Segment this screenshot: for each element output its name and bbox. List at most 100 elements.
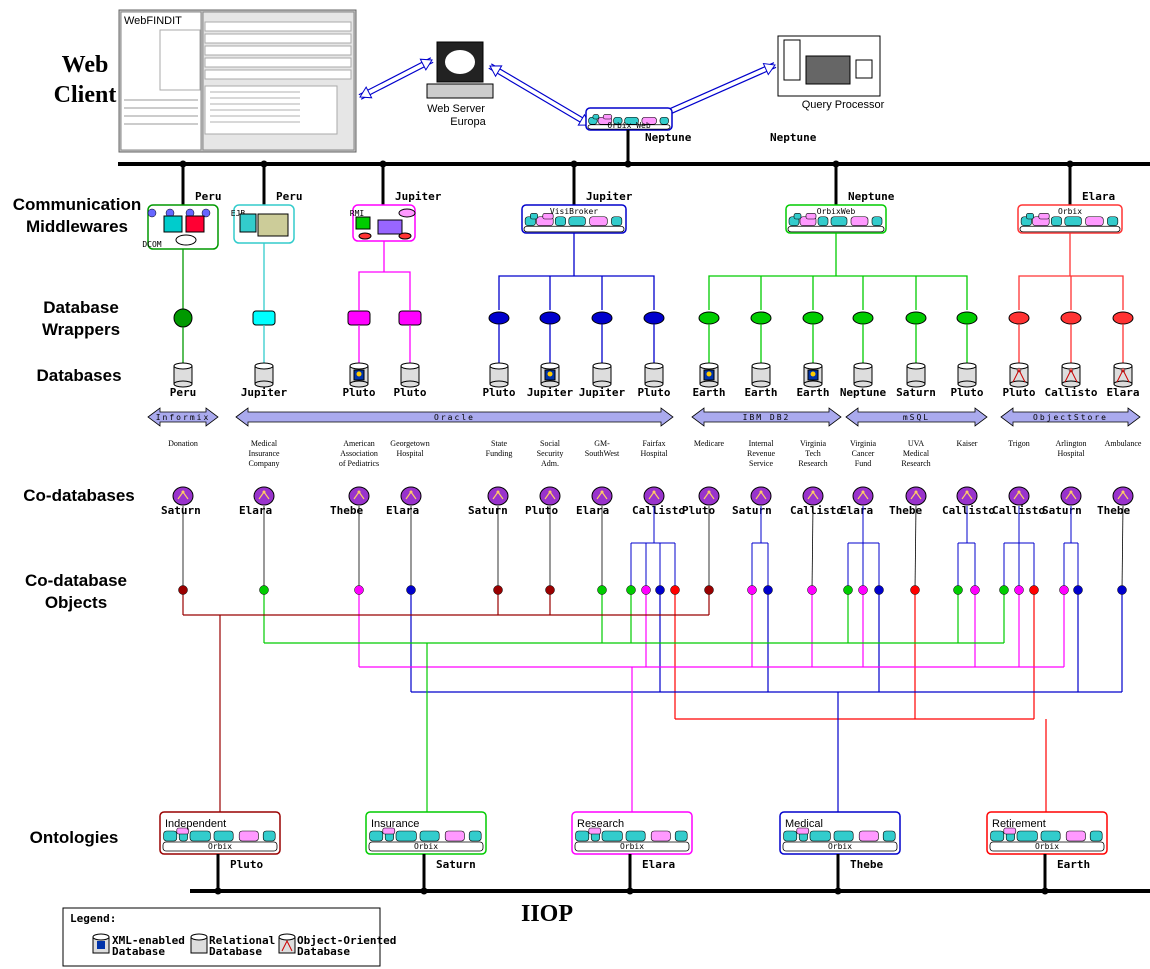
co-database-object <box>970 585 980 595</box>
ontology-insurance-module <box>369 830 384 842</box>
ontology-retirement-bus <box>989 841 1105 852</box>
middleware-host-peru: Peru <box>195 190 222 203</box>
ontology-independent-name: Independent <box>165 818 226 830</box>
middleware-name-ejb: EJB <box>231 209 246 218</box>
db-top <box>957 362 977 370</box>
information-source-label: Social <box>540 439 561 448</box>
db-bottom <box>803 380 823 388</box>
tree-orbixweb <box>708 275 968 310</box>
database-host-pluto: Pluto <box>950 386 983 399</box>
middleware-visibroker <box>521 204 627 234</box>
label-co-databases: Co-databases <box>23 486 134 505</box>
co-database-host-thebe: Thebe <box>330 504 363 517</box>
co-database-object <box>1014 585 1024 595</box>
dbms-label-ibm-db2: IBM DB2 <box>743 413 791 422</box>
co-database-glyph <box>759 490 763 494</box>
database-host-pluto: Pluto <box>342 386 375 399</box>
co-database-object <box>953 585 963 595</box>
db-bottom <box>400 380 420 388</box>
arrow-client-server <box>358 57 434 100</box>
middleware-visibroker-module <box>542 213 554 220</box>
dbms-arrow-msql <box>845 407 988 427</box>
db-top <box>853 362 873 370</box>
information-source-label: Virginia <box>800 439 826 448</box>
dbms-label-msql: mSQL <box>903 413 930 422</box>
ontology-independent-module <box>176 827 190 835</box>
bus-node <box>260 160 268 168</box>
label-web-client: Web <box>62 52 109 78</box>
arrow-server-orbixweb-head <box>489 65 503 78</box>
bus-node <box>179 160 187 168</box>
ontology-retirement <box>986 811 1108 855</box>
db-top <box>349 362 369 370</box>
information-source-label: Ambulance <box>1105 439 1142 448</box>
ontology-insurance-module <box>395 830 417 842</box>
ontology-research-module <box>588 827 602 835</box>
wrapper-1 <box>252 310 276 326</box>
wrapper-12 <box>905 311 927 325</box>
co-database-object <box>843 585 853 595</box>
ontology-insurance-orb: Orbix <box>414 842 438 851</box>
db-bottom <box>957 380 977 388</box>
information-source-label: Fund <box>855 459 871 468</box>
db-bottom <box>349 380 369 388</box>
dbms-arrow-oracle <box>235 407 674 427</box>
dcom-node <box>201 208 211 218</box>
database-host-earth: Earth <box>796 386 829 399</box>
information-source-label: Fairfax <box>642 439 665 448</box>
co-database-icon <box>348 486 370 506</box>
database-relational-cylinder <box>906 362 926 388</box>
arrow-server-orbixweb <box>488 63 592 128</box>
qp-chip <box>805 55 851 85</box>
co-database-object <box>807 585 817 595</box>
information-source-label: Company <box>248 459 279 468</box>
dbms-label-objectstore: ObjectStore <box>1033 413 1108 422</box>
information-source-label: Funding <box>486 449 513 458</box>
information-source-label: Research <box>798 459 827 468</box>
label-communication-middlewares: Middlewares <box>26 217 128 236</box>
webfindit-field <box>204 45 352 56</box>
db-top <box>489 362 509 370</box>
db-bottom <box>254 380 274 388</box>
database-relational-cylinder <box>489 362 509 388</box>
wrapper-0 <box>173 308 193 328</box>
tree-visibroker <box>498 275 655 310</box>
database-oo-cylinder <box>1113 362 1133 388</box>
ontology-medical-module <box>858 830 879 842</box>
ontology-independent-orb: Orbix <box>208 842 232 851</box>
label-web-client: Client <box>54 82 117 108</box>
ontology-insurance-module <box>468 830 482 842</box>
orbixweb-top-label: Orbix Web <box>607 121 651 130</box>
middleware-visibroker-module <box>568 216 586 227</box>
information-source-label: Arlington <box>1055 439 1086 448</box>
database-relational-cylinder <box>592 362 612 388</box>
rmi-stub <box>377 219 403 235</box>
db-top <box>644 362 664 370</box>
webfindit-field <box>204 57 352 68</box>
middleware-host-jupiter: Jupiter <box>586 190 633 203</box>
ontology-insurance-module <box>419 830 440 842</box>
co-database-object <box>858 585 868 595</box>
db-bottom <box>1009 380 1029 388</box>
ontology-retirement-module <box>1040 830 1061 842</box>
co-database-glyph <box>1017 490 1021 494</box>
information-source-label: Trigon <box>1008 439 1030 448</box>
co-database-object <box>626 585 636 595</box>
legend-object-oriented: Database <box>297 945 350 958</box>
co-database-object <box>910 585 920 595</box>
ontology-insurance-name: Insurance <box>371 818 419 830</box>
co-database-object <box>545 585 555 595</box>
wrapper-16 <box>1112 311 1134 325</box>
co-database-object <box>999 585 1009 595</box>
information-source-label: Security <box>537 449 564 458</box>
orbixweb-top-bus <box>587 124 671 130</box>
legend-box <box>62 907 381 967</box>
db-top <box>699 362 719 370</box>
rmi-object <box>398 208 416 218</box>
rmi-object <box>358 232 372 240</box>
orbixweb-top: Orbix Web <box>585 107 673 131</box>
ontology-medical-orb: Orbix <box>828 842 852 851</box>
ontology-independent-host: Pluto <box>230 858 263 871</box>
middleware-orbixweb-module <box>793 213 802 220</box>
co-database-icon <box>487 486 509 506</box>
